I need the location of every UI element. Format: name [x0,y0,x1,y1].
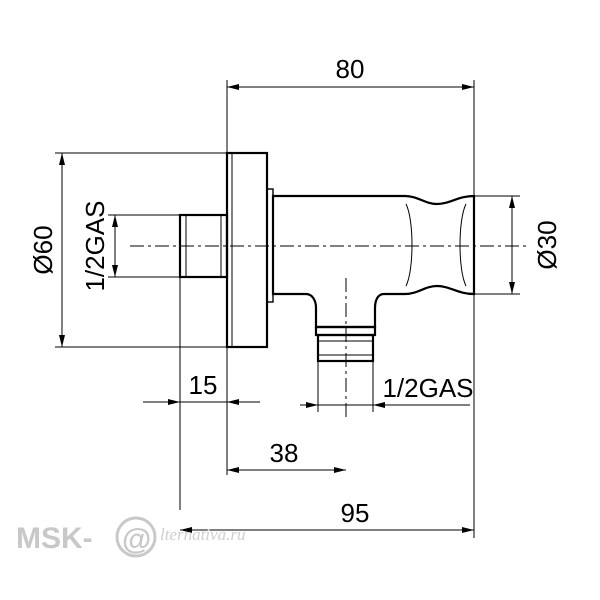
valve-body [271,194,476,329]
dim-outlet-thread: 1/2GAS [300,361,474,412]
watermark-at-icon [115,516,157,558]
dim-15-label: 15 [189,370,218,400]
watermark-tail: lternativa.ru [160,525,245,544]
dim-diameter-60: Ø60 [28,152,227,348]
dim-15: 15 [143,277,260,510]
watermark-brand: MSK- [16,522,93,555]
dim-80: 80 [226,54,475,196]
watermark: MSK- @ lternativa.ru [16,516,245,558]
dim-38: 38 [227,438,346,473]
dim-diameter-30-label: Ø30 [532,220,562,269]
watermark-at: @ [122,523,151,556]
center-lines [130,245,530,420]
dim-95: 95 [180,294,475,538]
wall-flange [225,151,269,349]
dim-38-label: 38 [270,438,299,468]
dim-diameter-30: Ø30 [474,195,562,295]
part-outline [178,151,476,363]
dim-80-label: 80 [336,54,365,84]
dim-outlet-thread-label: 1/2GAS [382,373,473,403]
dim-95-label: 95 [341,498,370,528]
dim-inlet-thread: 1/2GAS [80,200,180,292]
dim-inlet-thread-label: 1/2GAS [80,200,110,291]
dim-diameter-60-label: Ø60 [28,225,58,274]
